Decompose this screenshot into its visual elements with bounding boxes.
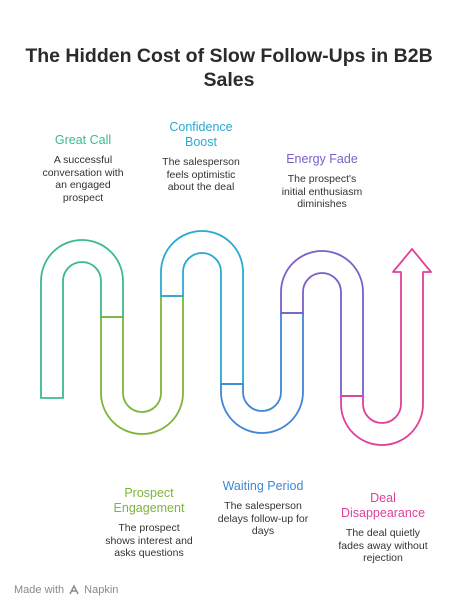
label-line: Prospect (124, 486, 174, 500)
stage-prospect-engagement: Prospect Engagement The prospect shows i… (84, 486, 214, 560)
stage-waiting-period: Waiting Period The salesperson delays fo… (198, 479, 328, 538)
stage-description: The prospect's initial enthusiasm dimini… (257, 173, 387, 211)
stage-description: The deal quietly fades away without reje… (318, 527, 448, 565)
desc-line: rejection (363, 552, 403, 564)
desc-line: asks questions (114, 547, 184, 559)
napkin-logo-icon (69, 584, 79, 595)
segment-energy-fade (280, 250, 364, 397)
made-with-napkin-footer[interactable]: Made with Napkin (14, 584, 118, 596)
label-line: Disappearance (340, 506, 426, 520)
stage-label: Confidence Boost (136, 120, 266, 150)
segment-deal-disappearance (340, 248, 432, 446)
desc-line: an engaged (55, 179, 111, 191)
segment-confidence-boost (160, 230, 244, 385)
stage-description: The salesperson delays follow-up for day… (198, 500, 328, 538)
stage-description: The prospect shows interest and asks que… (84, 522, 214, 560)
stage-label: Energy Fade (286, 152, 358, 166)
stage-great-call: Great Call A successful conversation wit… (18, 133, 148, 204)
brand-name: Napkin (84, 584, 119, 596)
desc-line: conversation with (42, 166, 124, 179)
desc-line: prospect (62, 191, 104, 204)
page-title: The Hidden Cost of Slow Follow-Ups in B2… (0, 44, 458, 92)
desc-line: A successful (53, 154, 113, 166)
stage-description: A successful conversation with an engage… (18, 154, 148, 204)
stage-confidence-boost: Confidence Boost The salesperson feels o… (136, 120, 266, 194)
stage-label: Deal Disappearance (318, 491, 448, 521)
desc-line: The deal quietly (345, 527, 421, 539)
desc-line: The salesperson (224, 500, 302, 512)
stage-label: Waiting Period (222, 479, 304, 493)
made-with-text: Made with (14, 584, 65, 596)
desc-line: feels optimistic (166, 168, 236, 181)
label-line: Boost (185, 135, 217, 149)
desc-line: days (251, 525, 275, 537)
desc-line: shows interest and (105, 534, 193, 547)
desc-line: about the deal (167, 181, 235, 193)
stage-label: Great Call (54, 133, 112, 147)
label-line: Deal (370, 491, 396, 505)
stage-description: The salesperson feels optimistic about t… (136, 156, 266, 194)
desc-line: fades away without (338, 539, 428, 552)
label-line: Confidence (169, 120, 233, 134)
desc-line: The prospect's (287, 173, 357, 185)
label-line: Engagement (113, 501, 185, 515)
stage-deal-disappearance: Deal Disappearance The deal quietly fade… (318, 491, 448, 565)
desc-line: The prospect (118, 522, 180, 534)
title-line-2: Sales (203, 69, 255, 91)
stage-label: Prospect Engagement (84, 486, 214, 516)
desc-line: initial enthusiasm (281, 185, 363, 198)
desc-line: The salesperson (162, 156, 240, 168)
desc-line: delays follow-up for (217, 512, 309, 525)
stage-energy-fade: Energy Fade The prospect's initial enthu… (257, 152, 387, 211)
segment-great-call (40, 239, 124, 399)
segment-prospect-engagement (100, 295, 184, 435)
desc-line: diminishes (297, 198, 347, 210)
title-line-1: The Hidden Cost of Slow Follow-Ups in B2… (25, 45, 433, 67)
segment-waiting-period (220, 312, 304, 434)
